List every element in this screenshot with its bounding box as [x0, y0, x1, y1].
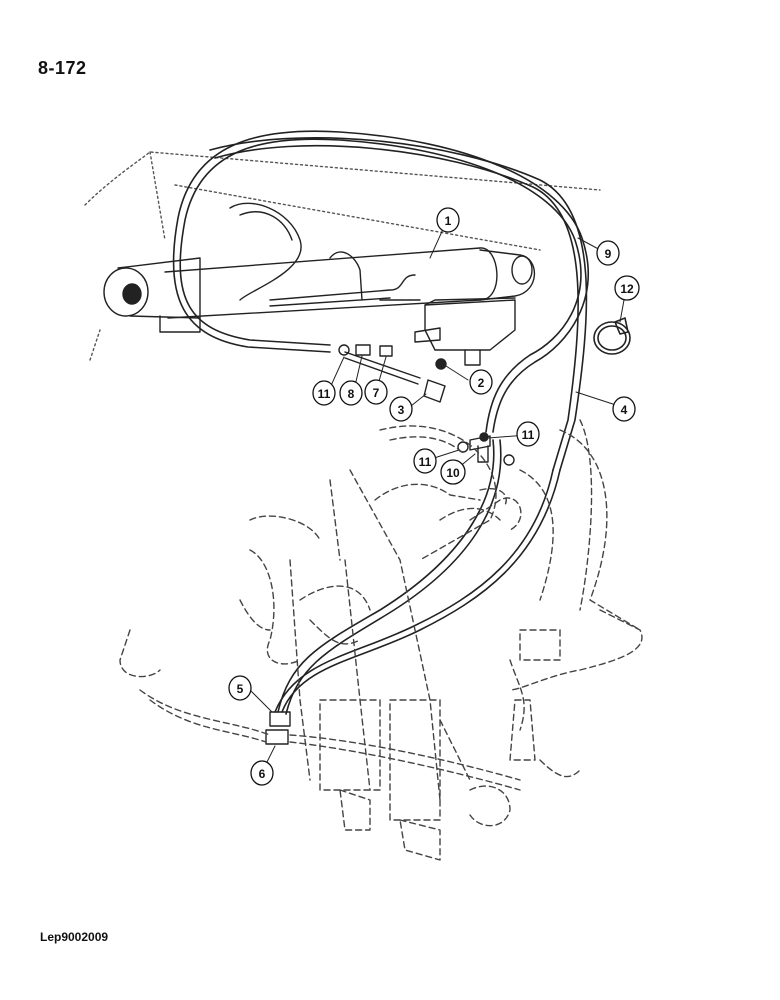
callout-12-label: 12: [620, 282, 634, 296]
callout-5-label: 5: [237, 682, 244, 696]
fittings-upper: [338, 344, 447, 370]
callout-11c-label: 11: [419, 455, 432, 469]
tee-fitting: [457, 432, 515, 466]
hydraulic-cylinder: [103, 247, 536, 366]
callout-9-label: 9: [605, 247, 612, 261]
document-reference: Lep9002009: [40, 930, 109, 944]
callout-2: 2: [469, 369, 493, 395]
callout-11b-label: 11: [522, 428, 535, 442]
callout-9: 9: [596, 240, 620, 266]
callout-1-label: 1: [445, 214, 452, 228]
callout-8: 8: [339, 380, 363, 406]
callout-10-label: 10: [446, 466, 460, 480]
callout-1: 1: [436, 207, 460, 233]
callout-3-label: 3: [398, 403, 405, 417]
callout-11-right: 11: [516, 421, 540, 447]
machine-hidden-lines: [119, 419, 643, 861]
callout-2-label: 2: [478, 376, 485, 390]
leader-lines: [247, 226, 625, 771]
callout-7-label: 7: [373, 386, 380, 400]
callout-4-label: 4: [621, 403, 628, 417]
callout-5: 5: [228, 675, 252, 701]
callout-4: 4: [612, 396, 636, 422]
callout-10: 10: [440, 459, 466, 485]
callouts: 1 2 3 4 5 6 7 8 9 10 11 11 11 12: [228, 207, 640, 786]
callout-6-label: 6: [259, 767, 266, 781]
hose-9: [172, 130, 589, 433]
callout-6: 6: [250, 760, 274, 786]
lower-fittings: [265, 711, 291, 745]
hose-4: [209, 137, 588, 471]
boom-outline: [84, 151, 601, 361]
clamp-12: [593, 317, 631, 355]
page-number: 8-172: [38, 58, 87, 78]
pilot-pipes: [229, 202, 421, 307]
callout-11-left-upper: 11: [312, 380, 336, 406]
callout-7: 7: [364, 379, 388, 405]
callout-12: 12: [614, 275, 640, 301]
callout-8-label: 8: [348, 387, 355, 401]
callout-11a-label: 11: [318, 387, 331, 401]
return-hose: [274, 439, 561, 715]
callout-11-left-lower: 11: [413, 448, 437, 474]
callout-3: 3: [389, 396, 413, 422]
